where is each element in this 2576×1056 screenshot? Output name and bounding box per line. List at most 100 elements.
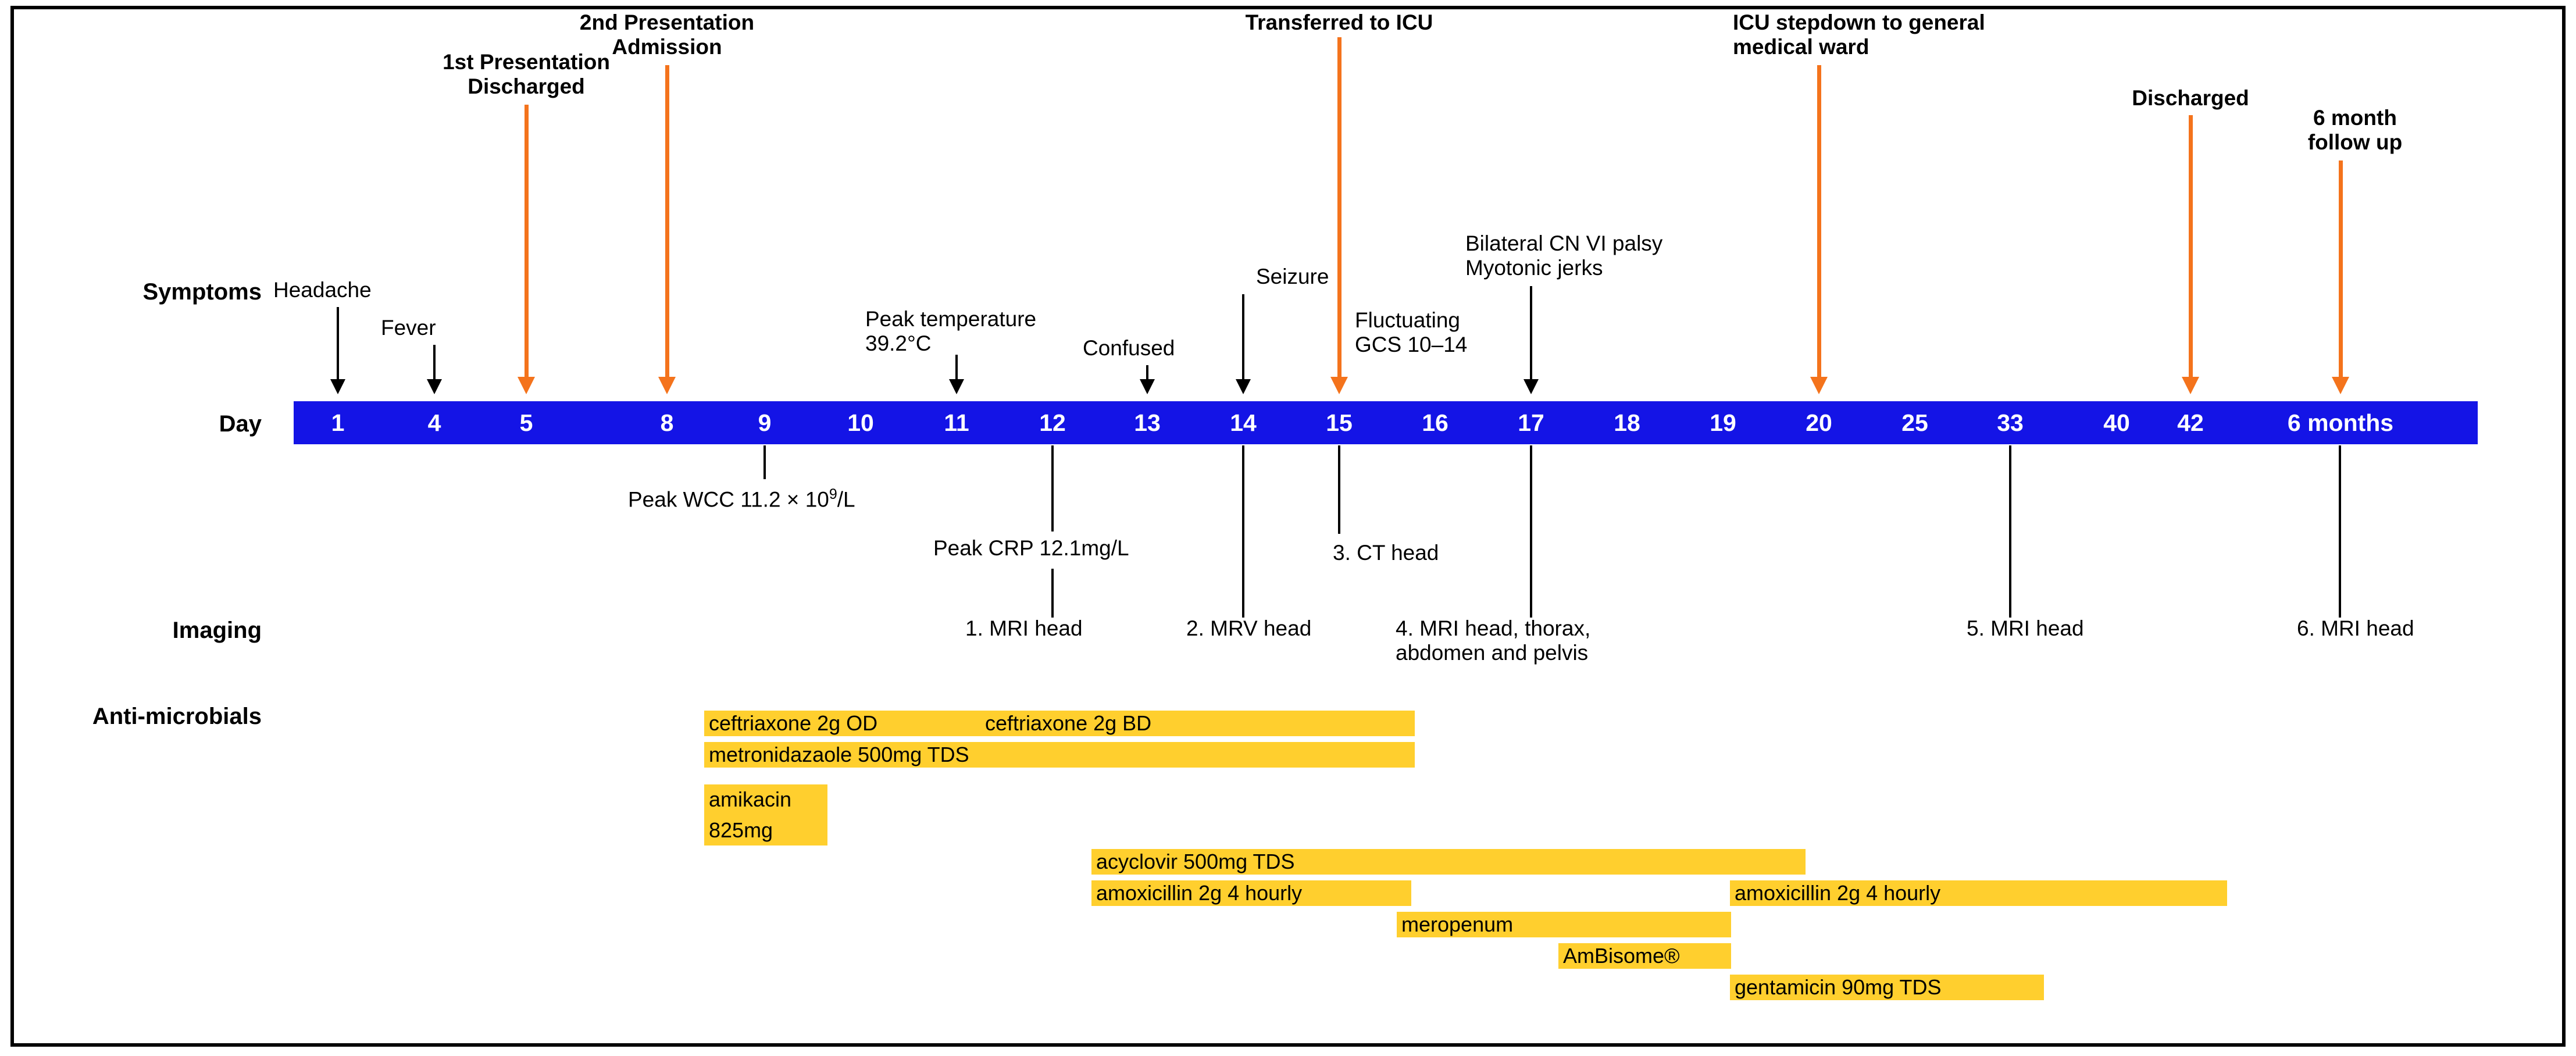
- drug-bar-ambisome: AmBisome®: [1558, 943, 1731, 969]
- day-tick-8: 8: [660, 409, 674, 436]
- symptom-line-seizure: [1242, 294, 1244, 390]
- imaging-line-4: [1530, 445, 1532, 618]
- drug-label-metronidazaole: metronidazaole 500mg TDS: [709, 743, 969, 766]
- drug-bar-ceftriaxone: ceftriaxone 2g OD ceftriaxone 2g BD: [704, 711, 1415, 736]
- imaging-mrv-head-2: 2. MRV head: [1186, 616, 1311, 641]
- event-arrow-6months: [2332, 377, 2349, 394]
- imaging-mri-head-1: 1. MRI head: [965, 616, 1083, 641]
- diagram-border: [10, 6, 2566, 1047]
- drug-label-acyclovir: acyclovir 500mg TDS: [1096, 850, 1295, 873]
- event-discharged: Discharged: [2132, 86, 2249, 110]
- day-tick-13: 13: [1134, 409, 1161, 436]
- day-tick-1: 1: [331, 409, 345, 436]
- symptom-fever: Fever: [381, 316, 436, 340]
- symptom-line-confused: [1146, 365, 1148, 390]
- day-tick-17: 17: [1518, 409, 1544, 436]
- drug-bar-amikacin: amikacin 825mg: [704, 784, 827, 845]
- event-line: Transferred to ICU: [1245, 10, 1433, 34]
- event-first-presentation-discharged: 1st Presentation Discharged: [443, 50, 610, 99]
- drug-label-ambisome: AmBisome®: [1563, 944, 1680, 968]
- event-line-day42: [2189, 115, 2193, 390]
- imaging-mri-body-4: 4. MRI head, thorax, abdomen and pelvis: [1396, 616, 1590, 665]
- row-label-day: Day: [219, 411, 262, 437]
- symptom-line-fever: [433, 345, 436, 390]
- symptom-line: Bilateral CN VI palsy: [1465, 231, 1663, 255]
- lab-peak-wcc-prefix: Peak WCC 11.2 × 10: [628, 487, 829, 512]
- symptom-arrow-confused: [1140, 379, 1155, 394]
- drug-bar-gentamicin: gentamicin 90mg TDS: [1730, 975, 2044, 1000]
- day-tick-11: 11: [944, 409, 969, 436]
- drug-bar-metronidazaole: metronidazaole 500mg TDS: [704, 742, 1415, 768]
- symptom-arrow-headache: [330, 379, 345, 394]
- symptom-line-cn6: [1530, 286, 1532, 390]
- day-tick-16: 16: [1422, 409, 1448, 436]
- event-line: medical ward: [1733, 34, 1869, 59]
- event-line-6months: [2339, 160, 2343, 390]
- drug-label-meropenum: meropenum: [1401, 912, 1514, 936]
- symptom-confused: Confused: [1083, 336, 1175, 361]
- lab-peak-wcc: Peak WCC 11.2 × 109/L: [628, 486, 855, 512]
- event-line: 6 month: [2313, 106, 2397, 130]
- drug-label-ceftriaxone-od: ceftriaxone 2g OD: [709, 711, 878, 735]
- symptom-arrow-cn6: [1524, 379, 1539, 394]
- symptom-line: Headache: [273, 278, 372, 302]
- lab-line-peak-crp: [1051, 445, 1054, 531]
- symptom-line-headache: [337, 307, 339, 390]
- day-axis: 1 4 5 8 9 10 11 12 13 14 15 16 17 18 19 …: [294, 401, 2478, 444]
- day-tick-10: 10: [847, 409, 874, 436]
- imaging-line: 1. MRI head: [965, 616, 1083, 640]
- drug-bar-meropenum: meropenum: [1397, 912, 1731, 937]
- event-line: 1st Presentation: [443, 50, 610, 74]
- imaging-line: abdomen and pelvis: [1396, 640, 1589, 665]
- event-arrow-day20: [1810, 377, 1828, 394]
- symptom-line: Seizure: [1256, 265, 1329, 288]
- imaging-mri-head-5: 5. MRI head: [1967, 616, 2084, 641]
- symptom-line: Fluctuating: [1355, 308, 1460, 332]
- symptom-line: Myotonic jerks: [1465, 255, 1603, 280]
- event-arrow-day15: [1330, 377, 1348, 394]
- event-line: Discharged: [2132, 86, 2249, 110]
- day-tick-40: 40: [2103, 409, 2130, 436]
- lab-peak-wcc-exponent: 9: [829, 486, 837, 502]
- drug-bar-amoxicillin-second: amoxicillin 2g 4 hourly: [1730, 880, 2227, 906]
- event-line-day8: [665, 65, 669, 390]
- drug-label-amikacin-name: amikacin: [709, 787, 792, 811]
- drug-label-amoxicillin-second: amoxicillin 2g 4 hourly: [1735, 881, 1941, 905]
- row-label-imaging: Imaging: [172, 618, 262, 643]
- drug-label-ceftriaxone-bd: ceftriaxone 2g BD: [985, 711, 1152, 735]
- symptom-arrow-fever: [427, 379, 442, 394]
- imaging-line: 4. MRI head, thorax,: [1396, 616, 1591, 640]
- event-six-month-follow-up: 6 month follow up: [2308, 106, 2402, 155]
- symptom-line: GCS 10–14: [1355, 332, 1468, 356]
- event-arrow-day8: [658, 377, 676, 394]
- symptom-line-peak-temp: [955, 355, 958, 390]
- event-line: follow up: [2307, 130, 2403, 154]
- event-second-presentation-admission: 2nd Presentation Admission: [580, 10, 754, 59]
- event-line: ICU stepdown to general: [1733, 10, 1985, 34]
- day-tick-15: 15: [1326, 409, 1353, 436]
- day-tick-4: 4: [427, 409, 441, 436]
- symptom-seizure: Seizure: [1256, 265, 1329, 289]
- symptom-line: Confused: [1083, 336, 1175, 360]
- symptom-arrow-peak-temp: [949, 379, 964, 394]
- day-tick-33: 33: [1997, 409, 2024, 436]
- symptom-cn6-palsy: Bilateral CN VI palsy Myotonic jerks: [1465, 231, 1662, 280]
- event-line: Admission: [612, 34, 722, 59]
- lab-line-peak-wcc: [763, 445, 766, 479]
- event-line: Discharged: [468, 74, 585, 98]
- imaging-line: 6. MRI head: [2297, 616, 2414, 640]
- imaging-line-1: [1051, 569, 1054, 618]
- event-line: 2nd Presentation: [579, 10, 755, 34]
- imaging-line: 2. MRV head: [1186, 616, 1312, 640]
- drug-bar-amoxicillin-first: amoxicillin 2g 4 hourly: [1091, 880, 1411, 906]
- day-tick-19: 19: [1710, 409, 1736, 436]
- imaging-line-5: [2009, 445, 2011, 618]
- symptom-line: Fever: [381, 316, 436, 340]
- drug-bar-acyclovir: acyclovir 500mg TDS: [1091, 849, 1806, 875]
- day-tick-14: 14: [1230, 409, 1257, 436]
- symptom-line: Peak temperature: [865, 307, 1037, 331]
- lab-peak-wcc-suffix: /L: [837, 487, 855, 512]
- drug-label-amikacin-dose: 825mg: [709, 818, 773, 842]
- day-tick-5: 5: [519, 409, 533, 436]
